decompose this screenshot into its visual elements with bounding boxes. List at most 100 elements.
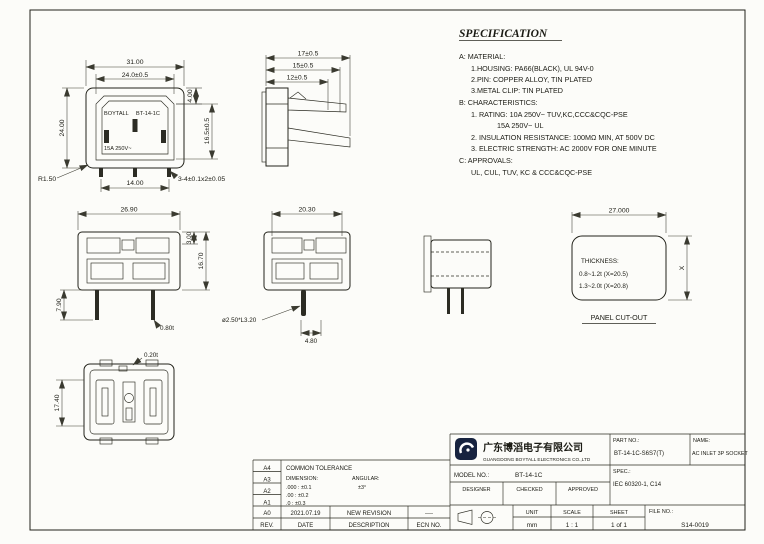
view-c (423, 235, 492, 314)
tolerance-title: COMMON TOLERANCE (286, 466, 352, 472)
rev0-date: 2021.07.19 (290, 511, 321, 517)
spec-b-item: 2. INSULATION RESISTANCE: 100MΩ MIN, AT … (471, 133, 655, 142)
dim-a-height: 16.70 (198, 252, 205, 269)
view-a: 26.90 3.00 16.70 7.90 0.80t (56, 207, 210, 332)
view-a-dimensions: 26.90 3.00 16.70 7.90 0.80t (56, 207, 210, 332)
sheet-border (29, 9, 746, 531)
spec-a-item: 3.METAL CLIP: TIN PLATED (471, 86, 563, 95)
sheet-value: 1 of 1 (611, 522, 627, 529)
dim-a-pin-thickness: 0.80t (160, 325, 174, 332)
designer-label: DESIGNER (462, 487, 490, 493)
cutout-thickness-row1: 0.8~1.2t (X=20.5) (579, 271, 628, 278)
approved-label: APPROVED (568, 487, 598, 493)
view-b: 20.30 ø2.50*L3.20 4.80 (222, 207, 351, 345)
tolerance-row: .00 : ±0.2 (286, 493, 308, 499)
angular-label: ANGULAR: (352, 476, 380, 482)
spec-section-a: A: MATERIAL: (459, 52, 505, 61)
spec-value: IEC 60320-1, C14 (613, 482, 662, 488)
part-no-value: BT-14-1C-S6S7(T) (614, 451, 664, 457)
front-view-rating-label: 15A 250V~ (104, 146, 132, 152)
header-rev: REV. (260, 523, 274, 529)
dim-a-width: 26.90 (120, 207, 137, 214)
dim-rear-height: 17.40 (54, 394, 61, 411)
dim-b-pin-callout: ø2.50*L3.20 (222, 317, 257, 324)
panel-cutout-dimensions: 27.000 X (571, 208, 692, 301)
angular-value: ±3° (358, 485, 366, 491)
projection-symbol-icon (457, 509, 496, 525)
dim-front-height: 24.00 (59, 119, 66, 136)
header-date: DATE (298, 523, 314, 529)
view-front: BOYTALL BT-14-1C 15A 250V~ 31.00 24.0±0.… (38, 59, 225, 192)
title-block: 广东博滔电子有限公司 GUANGDONG BOYTALL ELECTRONICS… (252, 433, 749, 530)
front-view-brand-label: BOYTALL (104, 111, 129, 117)
file-no-value: S14-0019 (681, 522, 709, 529)
file-no-label: FILE NO.: (649, 509, 673, 515)
sheet-label: SHEET (610, 510, 629, 516)
panel-cutout: THICKNESS: 0.8~1.2t (X=20.5) 1.3~2.0t (X… (571, 208, 692, 324)
header-ecn: ECN NO. (416, 523, 441, 529)
tolerance-row: .000 : ±0.1 (286, 485, 311, 491)
rev-row-a3: A3 (263, 478, 271, 484)
dim-b-offset: 4.80 (305, 338, 318, 345)
dim-b-width: 20.30 (298, 207, 315, 214)
rev-row-a1: A1 (263, 501, 271, 507)
dim-front-radius: R1.50 (38, 176, 56, 183)
spec-b-item: 3. ELECTRIC STRENGTH: AC 2000V FOR ONE M… (471, 144, 657, 153)
dim-cutout-x: X (679, 265, 686, 270)
cutout-thickness-label: THICKNESS: (581, 258, 619, 265)
dim-a-pin-length: 7.90 (56, 298, 63, 311)
spec-title: SPECIFICATION (459, 28, 548, 40)
panel-cutout-caption: PANEL CUT-OUT (591, 313, 648, 322)
company-name-cn: 广东博滔电子有限公司 (483, 441, 583, 454)
dim-cutout-width: 27.000 (609, 208, 630, 215)
checked-label: CHECKED (516, 487, 542, 493)
spec-section-c: C: APPROVALS: (459, 156, 513, 165)
part-no-label: PART NO.: (613, 438, 639, 444)
dim-front-top-right: 4.00 (187, 89, 194, 102)
spec-b-item: 15A 250V~ UL (497, 121, 544, 130)
dim-side-12: 12±0.5 (287, 75, 308, 82)
header-desc: DESCRIPTION (348, 523, 389, 529)
front-view-model-label: BT-14-1C (136, 111, 160, 117)
dim-front-pin-spacing: 14.00 (126, 180, 143, 187)
rev0-ecn: ---- (425, 511, 433, 517)
scale-value: 1 : 1 (566, 522, 579, 529)
name-value: AC INLET 3P SOCKET (692, 451, 749, 457)
company-name-en: GUANGDONG BOYTALL ELECTRONICS CO.,LTD (483, 457, 591, 462)
spec-label: SPEC.: (613, 469, 631, 475)
view-side: 17±0.5 15±0.5 12±0.5 (261, 51, 351, 167)
spec-b-item: 1. RATING: 10A 250V~ TUV,KC,CCC&CQC-PSE (471, 110, 628, 119)
cutout-thickness-row2: 1.3~2.0t (X=20.8) (579, 283, 628, 290)
dim-side-17: 17±0.5 (298, 51, 319, 58)
spec-section-b: B: CHARACTERISTICS: (459, 98, 538, 107)
unit-label: UNIT (526, 510, 539, 516)
dim-front-right-side: 16.5±0.5 (204, 118, 211, 145)
dim-side-15: 15±0.5 (293, 63, 314, 70)
side-view-dimensions: 17±0.5 15±0.5 12±0.5 (265, 51, 351, 136)
model-no-value: BT-14-1C (515, 472, 543, 479)
rev0-desc: NEW REVISION (347, 511, 391, 517)
view-b-dimensions: 20.30 ø2.50*L3.20 4.80 (222, 207, 343, 345)
dim-a-top: 3.00 (186, 231, 193, 244)
dim-front-width-outer: 31.00 (126, 59, 143, 66)
model-no-label: MODEL NO.: (454, 473, 489, 479)
front-view-dimensions: 31.00 24.0±0.5 24.00 4.00 16.5±0.5 R1.50… (38, 59, 225, 192)
rev-row-a4: A4 (263, 466, 271, 472)
spec-c-item: UL, CUL, TUV, KC & CCC&CQC-PSE (471, 168, 592, 177)
unit-value: mm (527, 522, 538, 529)
company-logo (455, 438, 477, 460)
spec-a-item: 1.HOUSING: PA66(BLACK), UL 94V-0 (471, 64, 594, 73)
dim-rear-thickness: 0.20t (144, 352, 158, 359)
dim-front-width-inner: 24.0±0.5 (122, 72, 149, 79)
name-label: NAME: (693, 438, 710, 444)
rev0-rev: A0 (263, 511, 271, 517)
scale-label: SCALE (563, 510, 581, 516)
dim-front-pin-note: 3-4±0.1x2±0.05 (178, 176, 225, 183)
view-rear: 0.20t 17.40 (54, 352, 175, 445)
dimension-label: DIMENSION: (286, 476, 318, 482)
specification-block: SPECIFICATION A: MATERIAL: 1.HOUSING: PA… (459, 28, 657, 177)
rear-view-dimensions: 0.20t 17.40 (54, 352, 158, 427)
tolerance-row: .0 : ±0.3 (286, 501, 305, 507)
